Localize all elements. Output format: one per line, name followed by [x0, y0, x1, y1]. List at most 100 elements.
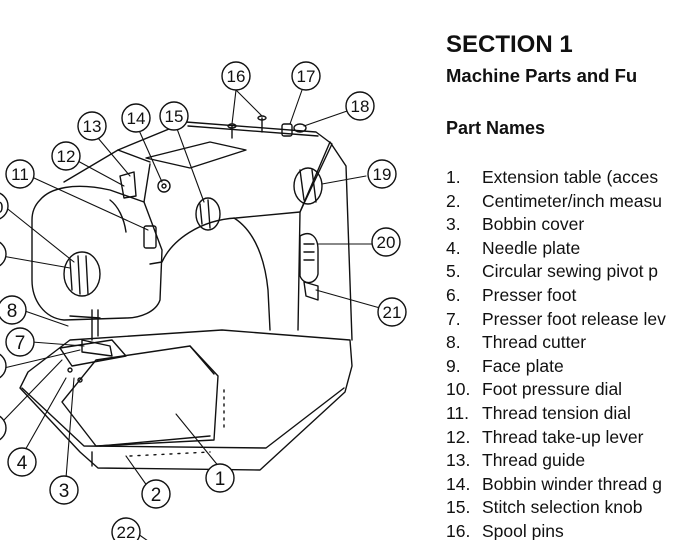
- list-item: 15. Stitch selection knob: [446, 496, 666, 520]
- part-number: 1.: [446, 167, 461, 187]
- part-number: 6.: [446, 284, 461, 305]
- callout-18: 18: [345, 91, 375, 121]
- svg-text:13: 13: [83, 117, 102, 136]
- section-subtitle: Machine Parts and Fu: [446, 65, 638, 86]
- part-number: 2.: [446, 190, 461, 211]
- part-name: Thread guide: [482, 450, 586, 471]
- callout-22: 22: [111, 517, 141, 545]
- machine-head: [31, 185, 163, 321]
- callout-1: 1: [205, 463, 235, 493]
- part-number: 5.: [446, 261, 461, 282]
- list-item: 12. Thread take-up lever: [446, 426, 666, 450]
- svg-text:11: 11: [11, 165, 29, 184]
- callout-15: 15: [159, 101, 189, 131]
- part-number: 11.: [446, 402, 470, 423]
- part-name: Presser foot release lev: [482, 308, 666, 329]
- machine-base: [19, 329, 353, 471]
- callout-8: 8: [0, 295, 27, 325]
- foot-pressure-dial-shape: [63, 251, 101, 297]
- part-number: 14.: [446, 473, 471, 494]
- part-name: Thread cutter: [482, 332, 587, 353]
- callout-19: 19: [367, 159, 397, 189]
- callout-16: 16: [221, 61, 251, 91]
- part-name: Foot pressure dial: [482, 379, 623, 400]
- svg-text:3: 3: [59, 481, 70, 502]
- part-name: Bobbin cover: [482, 214, 585, 235]
- callout-20: 20: [371, 227, 401, 257]
- part-name: Stitch selection knob: [482, 497, 643, 518]
- svg-text:20: 20: [377, 233, 396, 252]
- machine-arm: [117, 121, 333, 265]
- part-number: 9.: [446, 355, 461, 376]
- list-item: 1. Extension table (acces: [446, 166, 666, 190]
- part-name: Thread take-up lever: [482, 426, 644, 447]
- svg-text:16: 16: [227, 67, 246, 86]
- svg-text:1: 1: [215, 469, 226, 490]
- part-number: 15.: [446, 497, 471, 518]
- callout-4: 4: [7, 447, 37, 477]
- list-item: 11. Thread tension dial: [446, 402, 666, 426]
- part-number: 10.: [446, 379, 471, 400]
- callout-10: 10: [0, 192, 9, 220]
- callout-12: 12: [51, 141, 81, 171]
- part-names-list: 1. Extension table (acces 2. Centimeter/in…: [446, 166, 666, 540]
- part-name: Bobbin winder thread g: [482, 473, 662, 494]
- section-title: SECTION 1: [446, 31, 573, 58]
- part-name: Spool pins: [482, 520, 564, 540]
- part-number: 4.: [446, 237, 461, 258]
- callout-7: 7: [5, 327, 35, 357]
- leader-lines: [1, 89, 381, 545]
- svg-text:2: 2: [151, 485, 162, 506]
- part-name: Extension table (acces: [482, 167, 659, 187]
- list-item: 13. Thread guide: [446, 449, 666, 473]
- list-item: 16. Spool pins: [446, 520, 666, 540]
- svg-text:17: 17: [297, 67, 316, 86]
- part-number: 13.: [446, 450, 471, 471]
- sewing-machine-diagram: 1 2 3 4 5 6 7 8 9 10 11 12 13 14 15 16 1…: [0, 61, 407, 545]
- callout-3: 3: [49, 475, 79, 505]
- svg-text:12: 12: [57, 147, 76, 166]
- svg-text:15: 15: [165, 107, 184, 126]
- list-item: 7. Presser foot release lev: [446, 308, 666, 332]
- part-name: Face plate: [482, 355, 564, 376]
- part-name: Presser foot: [482, 284, 577, 305]
- svg-text:22: 22: [117, 523, 136, 540]
- callout-2: 2: [141, 479, 171, 509]
- callout-17: 17: [291, 61, 321, 91]
- svg-text:10: 10: [0, 198, 3, 217]
- svg-text:18: 18: [351, 97, 370, 116]
- list-item: 3. Bobbin cover: [446, 213, 666, 237]
- list-item: 2. Centimeter/inch measu: [446, 190, 666, 214]
- callout-labels: 1 2 3 4 5 6 7 8 9 10 11 12 13 14 15 16 1…: [0, 61, 407, 545]
- part-names-heading: Part Names: [446, 118, 546, 138]
- svg-text:4: 4: [17, 453, 28, 474]
- part-number: 7.: [446, 308, 461, 329]
- part-number: 16.: [446, 520, 471, 540]
- part-number: 8.: [446, 332, 461, 353]
- machine-illustration: [19, 115, 353, 471]
- part-name: Circular sewing pivot p: [482, 261, 659, 282]
- part-number: 3.: [446, 214, 461, 235]
- list-item: 14. Bobbin winder thread g: [446, 473, 666, 497]
- callout-13: 13: [77, 111, 107, 141]
- machine-pillar: [299, 141, 353, 341]
- callout-11: 11: [5, 159, 35, 189]
- callout-14: 14: [121, 103, 151, 133]
- list-item: 6. Presser foot: [446, 284, 666, 308]
- list-item: 10. Foot pressure dial: [446, 378, 666, 402]
- list-item: 8. Thread cutter: [446, 331, 666, 355]
- list-item: 5. Circular sewing pivot p: [446, 260, 666, 284]
- text-column: SECTION 1 Machine Parts and Fu Part Name…: [446, 0, 680, 540]
- part-name: Thread tension dial: [482, 402, 631, 423]
- callout-6: 6: [0, 353, 7, 379]
- svg-text:14: 14: [127, 109, 146, 128]
- list-item: 4. Needle plate: [446, 237, 666, 261]
- svg-text:19: 19: [373, 165, 392, 184]
- part-number: 12.: [446, 426, 471, 447]
- part-name: Centimeter/inch measu: [482, 190, 662, 211]
- svg-text:7: 7: [15, 333, 26, 354]
- part-name: Needle plate: [482, 237, 581, 258]
- svg-text:8: 8: [7, 301, 18, 322]
- list-item: 9. Face plate: [446, 355, 666, 379]
- svg-text:21: 21: [383, 303, 402, 322]
